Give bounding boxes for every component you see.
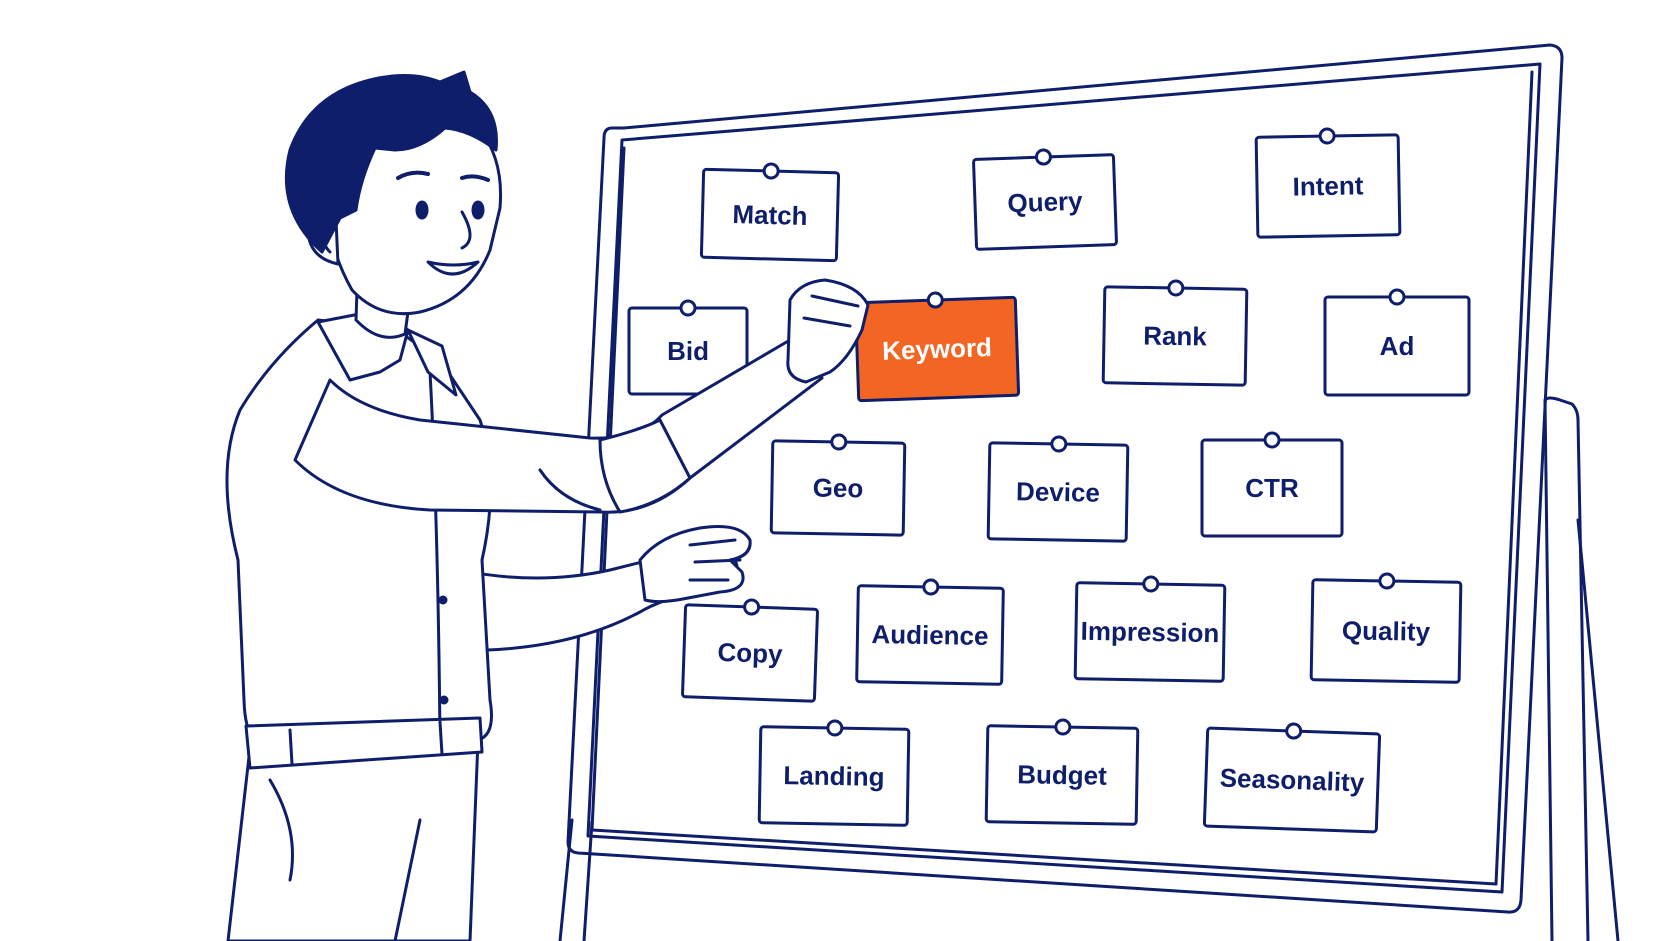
card-audience: Audience (855, 578, 1005, 686)
card-label: Intent (1292, 170, 1364, 201)
lower-hand-fingers (688, 538, 742, 582)
card-label: Ad (1380, 331, 1415, 361)
card-ctr: CTR (1200, 431, 1344, 538)
card-label: CTR (1245, 473, 1299, 503)
smile (426, 260, 480, 276)
pushpin-icon (1285, 722, 1303, 740)
pushpin-icon (922, 578, 940, 596)
sleeve-cuff (598, 418, 692, 514)
card-label: Copy (717, 637, 784, 669)
card-query: Query (972, 148, 1118, 251)
easel-leg-left-inner (582, 820, 594, 941)
easel-leg-right (1576, 518, 1620, 941)
person (225, 70, 870, 941)
pushpin-icon (926, 291, 944, 309)
shirt-button (439, 695, 449, 705)
card-ad: Ad (1323, 288, 1471, 397)
eye-left (415, 200, 429, 220)
card-label: Budget (1017, 759, 1107, 791)
card-label: Audience (871, 619, 989, 651)
easel-stand-post (1543, 396, 1590, 941)
collar-right (406, 328, 458, 397)
pants-crease (393, 818, 422, 941)
eyebrow-right (460, 174, 490, 182)
card-label: Impression (1080, 616, 1219, 648)
pushpin-icon (743, 598, 761, 616)
eyebrow-left (396, 170, 430, 180)
board-frame-outer (566, 43, 1564, 914)
eye-right (471, 200, 485, 220)
belt-loop (288, 720, 444, 766)
pushpin-icon (1378, 572, 1396, 590)
shirt-placket (428, 370, 442, 742)
card-label: Keyword (882, 332, 993, 366)
upper-hand (786, 278, 870, 384)
pushpin-icon (830, 433, 848, 451)
card-device: Device (986, 435, 1130, 543)
card-copy: Copy (681, 598, 819, 703)
card-bid: Bid (627, 299, 749, 396)
card-label: Seasonality (1219, 762, 1365, 797)
card-seasonality: Seasonality (1202, 722, 1382, 834)
pushpin-icon (1142, 575, 1160, 593)
card-keyword: Keyword (853, 291, 1021, 403)
card-label: Landing (783, 760, 885, 792)
pushpin-icon (1263, 431, 1281, 449)
hair (284, 70, 498, 254)
pants (226, 738, 480, 941)
pushpin-icon (1050, 435, 1068, 453)
card-impression: Impression (1073, 575, 1227, 683)
pushpin-icon (1054, 718, 1072, 736)
pushpin-icon (762, 162, 780, 180)
card-intent: Intent (1254, 127, 1402, 239)
card-quality: Quality (1309, 572, 1463, 684)
elbow-fold (538, 468, 602, 512)
card-label: Device (1016, 476, 1100, 507)
pushpin-icon (1388, 288, 1406, 306)
pushpin-icon (1318, 127, 1336, 145)
card-label: Rank (1143, 320, 1208, 351)
pushpin-icon (826, 719, 844, 737)
nose (460, 210, 472, 250)
pushpin-icon (1167, 279, 1185, 297)
card-landing: Landing (757, 719, 911, 827)
card-match: Match (699, 162, 841, 263)
pushpin-icon (1034, 148, 1052, 166)
upper-hand-fingers (802, 294, 860, 328)
shirt-button (438, 595, 448, 605)
card-rank: Rank (1101, 279, 1249, 387)
easel-leg-left (558, 818, 574, 941)
card-label: Geo (812, 473, 863, 504)
card-label: Quality (1342, 615, 1431, 647)
pushpin-icon (679, 299, 697, 317)
card-label: Query (1007, 186, 1084, 219)
belt (244, 716, 484, 770)
card-label: Bid (667, 336, 709, 366)
lower-hand (638, 525, 752, 604)
pants-pocket (268, 778, 294, 882)
card-geo: Geo (769, 433, 907, 537)
card-budget: Budget (984, 718, 1140, 826)
card-label: Match (732, 199, 808, 231)
